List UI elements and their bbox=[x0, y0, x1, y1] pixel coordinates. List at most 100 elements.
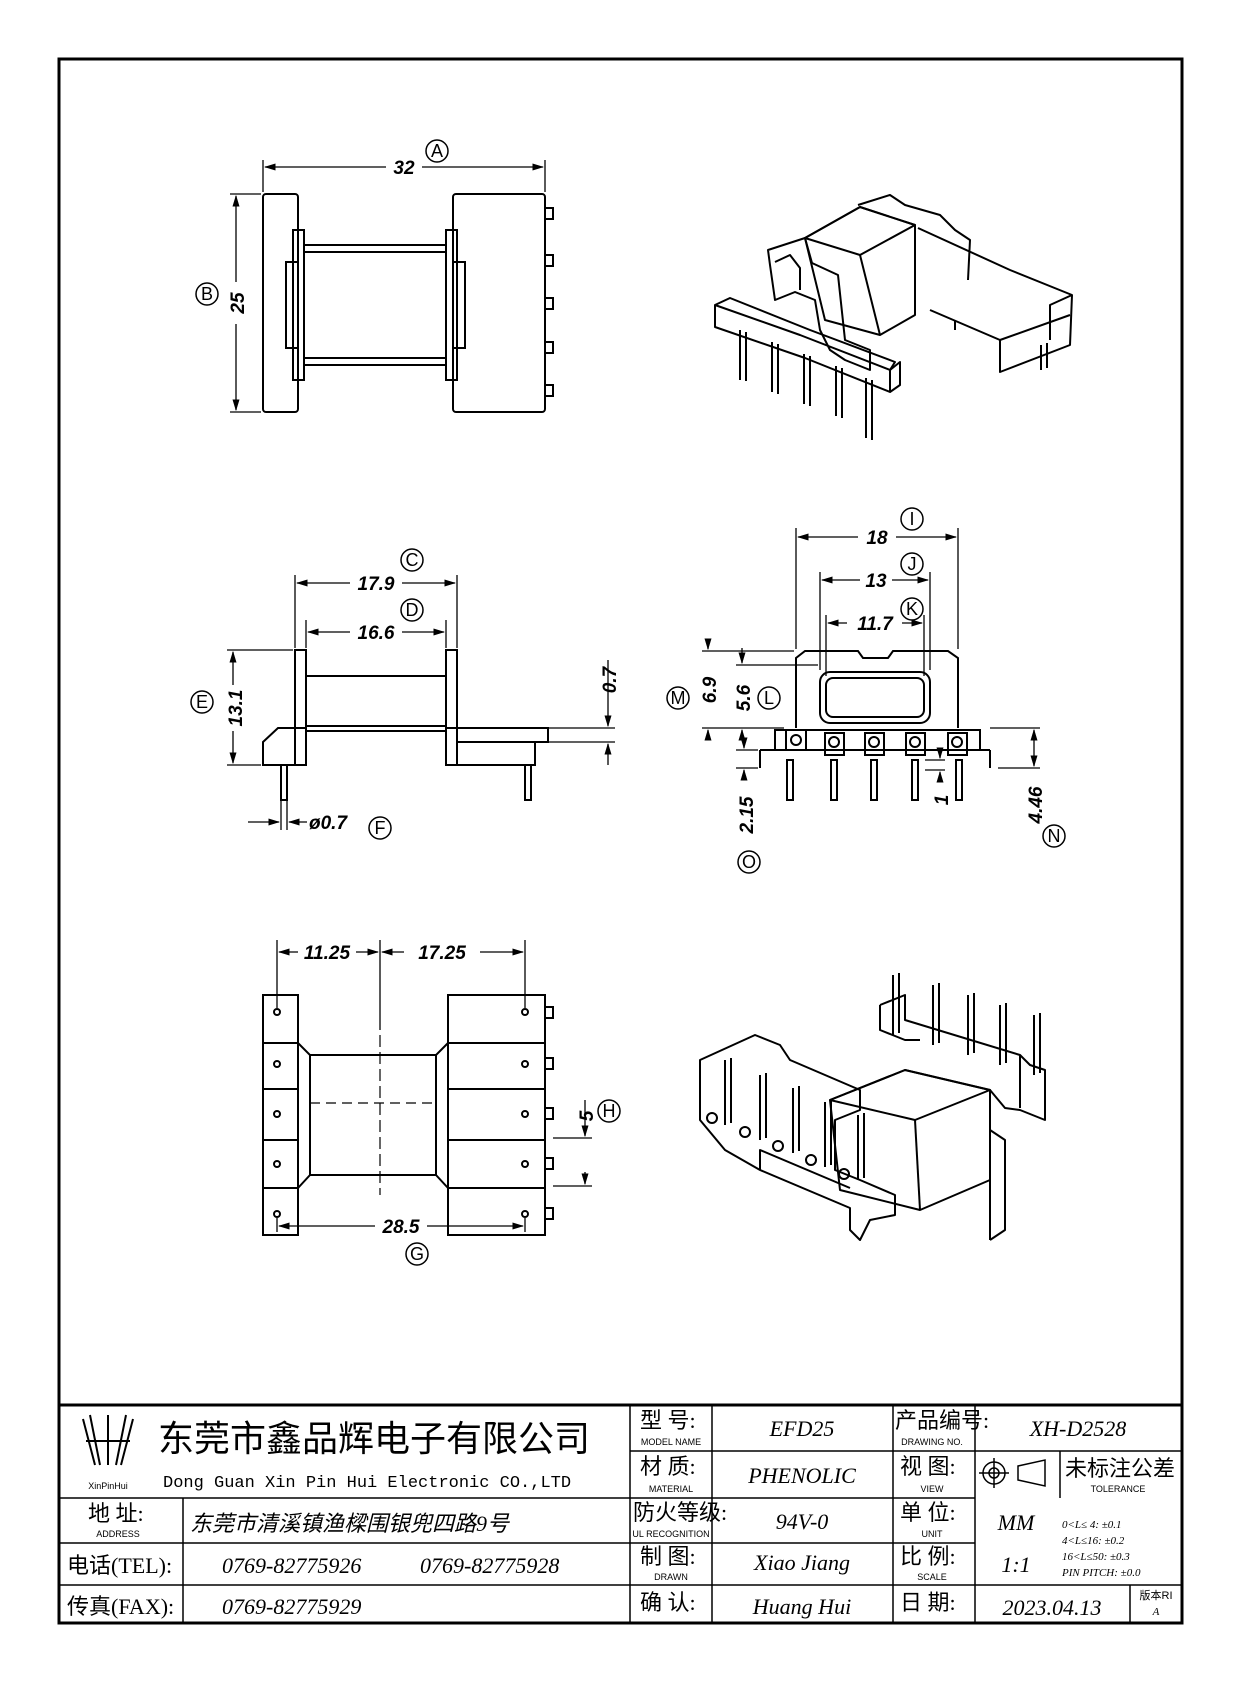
model-value: EFD25 bbox=[769, 1416, 835, 1441]
dim-n bbox=[990, 727, 1040, 769]
ref-j-label: J bbox=[908, 554, 917, 574]
scale-value: 1:1 bbox=[1001, 1552, 1030, 1577]
date-label: 日 期: bbox=[900, 1590, 956, 1615]
ref-m bbox=[666, 686, 690, 710]
ref-e bbox=[190, 690, 214, 714]
title-block-grid bbox=[59, 1403, 1182, 1623]
top-view bbox=[262, 193, 554, 413]
tolerance-label: 未标注公差 bbox=[1065, 1456, 1175, 1481]
tolerance-row-4: PIN PITCH: ±0.0 bbox=[1061, 1567, 1141, 1579]
bottom-view bbox=[262, 994, 554, 1236]
address-value: 东莞市清溪镇渔樑围银兜四路9号 bbox=[190, 1511, 510, 1536]
dim-j-value: 13 bbox=[865, 571, 887, 592]
projection-symbol-icon bbox=[979, 1458, 1046, 1488]
dim-o bbox=[736, 737, 758, 781]
tel-2: 0769-82775928 bbox=[420, 1553, 559, 1578]
dim-l-value: 5.6 bbox=[734, 684, 755, 711]
dim-b-value: 25 bbox=[228, 292, 249, 315]
unit-value: MM bbox=[997, 1510, 1036, 1535]
dim-k-value: 11.7 bbox=[857, 614, 894, 635]
dim-n-value: 4.46 bbox=[1026, 786, 1047, 824]
drawn-value: Xiao Jiang bbox=[753, 1550, 850, 1575]
drawing-no-value: XH-D2528 bbox=[1029, 1416, 1127, 1441]
tolerance-row-1: 0<L≤ 4: ±0.1 bbox=[1062, 1519, 1122, 1531]
tolerance-row-2: 4<L≤16: ±0.2 bbox=[1062, 1535, 1125, 1547]
ref-m-label: M bbox=[671, 688, 686, 708]
dim-e bbox=[227, 649, 293, 766]
drawn-label-en: DRAWN bbox=[654, 1572, 688, 1582]
company-name-en: Dong Guan Xin Pin Hui Electronic CO.,LTD bbox=[163, 1474, 571, 1493]
dim-d bbox=[305, 620, 447, 648]
company-name-cn: 东莞市鑫品辉电子有限公司 bbox=[158, 1419, 590, 1459]
front-view bbox=[759, 650, 991, 801]
dim-e-value: 13.1 bbox=[226, 690, 247, 727]
dim-j bbox=[819, 572, 931, 670]
ref-k-label: K bbox=[906, 599, 918, 619]
address-label: 地 址: bbox=[88, 1501, 144, 1526]
dim-h bbox=[553, 1100, 592, 1187]
scale-label-en: SCALE bbox=[917, 1572, 947, 1582]
ul-label-en: UL RECOGNITION bbox=[632, 1529, 709, 1539]
dim-i bbox=[795, 528, 959, 649]
ref-o-label: O bbox=[742, 852, 756, 872]
company-logo bbox=[82, 1414, 134, 1466]
dim-flange-value: 0.7 bbox=[600, 665, 621, 693]
unit-label-en: UNIT bbox=[922, 1529, 943, 1539]
ref-j bbox=[900, 552, 924, 576]
drawing-no-label: 产品编号: bbox=[895, 1408, 989, 1433]
isometric-view-top bbox=[714, 194, 1073, 440]
ref-c bbox=[400, 548, 424, 572]
dim-g1-value: 11.25 bbox=[304, 943, 351, 964]
logo-text: XinPinHui bbox=[88, 1481, 128, 1491]
ref-d bbox=[400, 598, 424, 622]
ref-d-label: D bbox=[406, 600, 419, 620]
dim-a bbox=[262, 160, 546, 192]
confirm-value: Huang Hui bbox=[752, 1594, 851, 1619]
side-view bbox=[262, 649, 549, 801]
ul-value: 94V-0 bbox=[776, 1509, 829, 1534]
drawn-label: 制 图: bbox=[640, 1544, 696, 1569]
dim-pin-value: 1 bbox=[932, 795, 953, 806]
ref-k bbox=[900, 597, 924, 621]
confirm-label: 确 认: bbox=[640, 1590, 696, 1615]
fax-label: 传真(FAX): bbox=[67, 1594, 174, 1619]
dim-k bbox=[825, 615, 925, 676]
ref-e-label: E bbox=[196, 692, 208, 712]
version-value: A bbox=[1152, 1606, 1160, 1618]
dim-g2-value: 17.25 bbox=[418, 943, 466, 964]
ref-l bbox=[757, 686, 781, 710]
dim-m bbox=[702, 638, 794, 741]
ref-h bbox=[597, 1099, 621, 1123]
dim-flange bbox=[548, 660, 615, 765]
dim-i-value: 18 bbox=[866, 528, 888, 549]
dim-g-value: 28.5 bbox=[382, 1217, 420, 1238]
ul-label: 防火等级: bbox=[633, 1500, 727, 1525]
ref-l-label: L bbox=[764, 688, 774, 708]
ref-n bbox=[1042, 824, 1066, 848]
tolerance-label-en: TOLERANCE bbox=[1091, 1484, 1146, 1494]
ref-i-label: I bbox=[909, 509, 914, 529]
dim-pin bbox=[925, 747, 945, 783]
ref-a-label: A bbox=[431, 141, 443, 161]
ref-c-label: C bbox=[406, 550, 419, 570]
dim-f bbox=[248, 800, 307, 830]
model-label: 型 号: bbox=[640, 1408, 696, 1433]
dim-h-value: 5 bbox=[577, 1110, 598, 1121]
isometric-view-bottom bbox=[699, 973, 1046, 1241]
ref-g-label: G bbox=[410, 1244, 424, 1264]
date-value: 2023.04.13 bbox=[1003, 1595, 1102, 1620]
material-label-en: MATERIAL bbox=[649, 1484, 693, 1494]
ref-h-label: H bbox=[603, 1101, 616, 1121]
dim-g-top bbox=[276, 940, 526, 1030]
unit-label: 单 位: bbox=[900, 1500, 956, 1525]
dim-f-value: ø0.7 bbox=[309, 813, 348, 834]
view-label-en: VIEW bbox=[920, 1484, 944, 1494]
material-label: 材 质: bbox=[640, 1454, 696, 1479]
tel-label: 电话(TEL): bbox=[67, 1553, 172, 1578]
ref-g bbox=[405, 1242, 429, 1266]
ref-a bbox=[425, 139, 449, 163]
version-label: 版本RI bbox=[1140, 1588, 1173, 1602]
drawing-no-label-en: DRAWING NO. bbox=[901, 1437, 963, 1447]
tel-1: 0769-82775926 bbox=[222, 1553, 361, 1578]
